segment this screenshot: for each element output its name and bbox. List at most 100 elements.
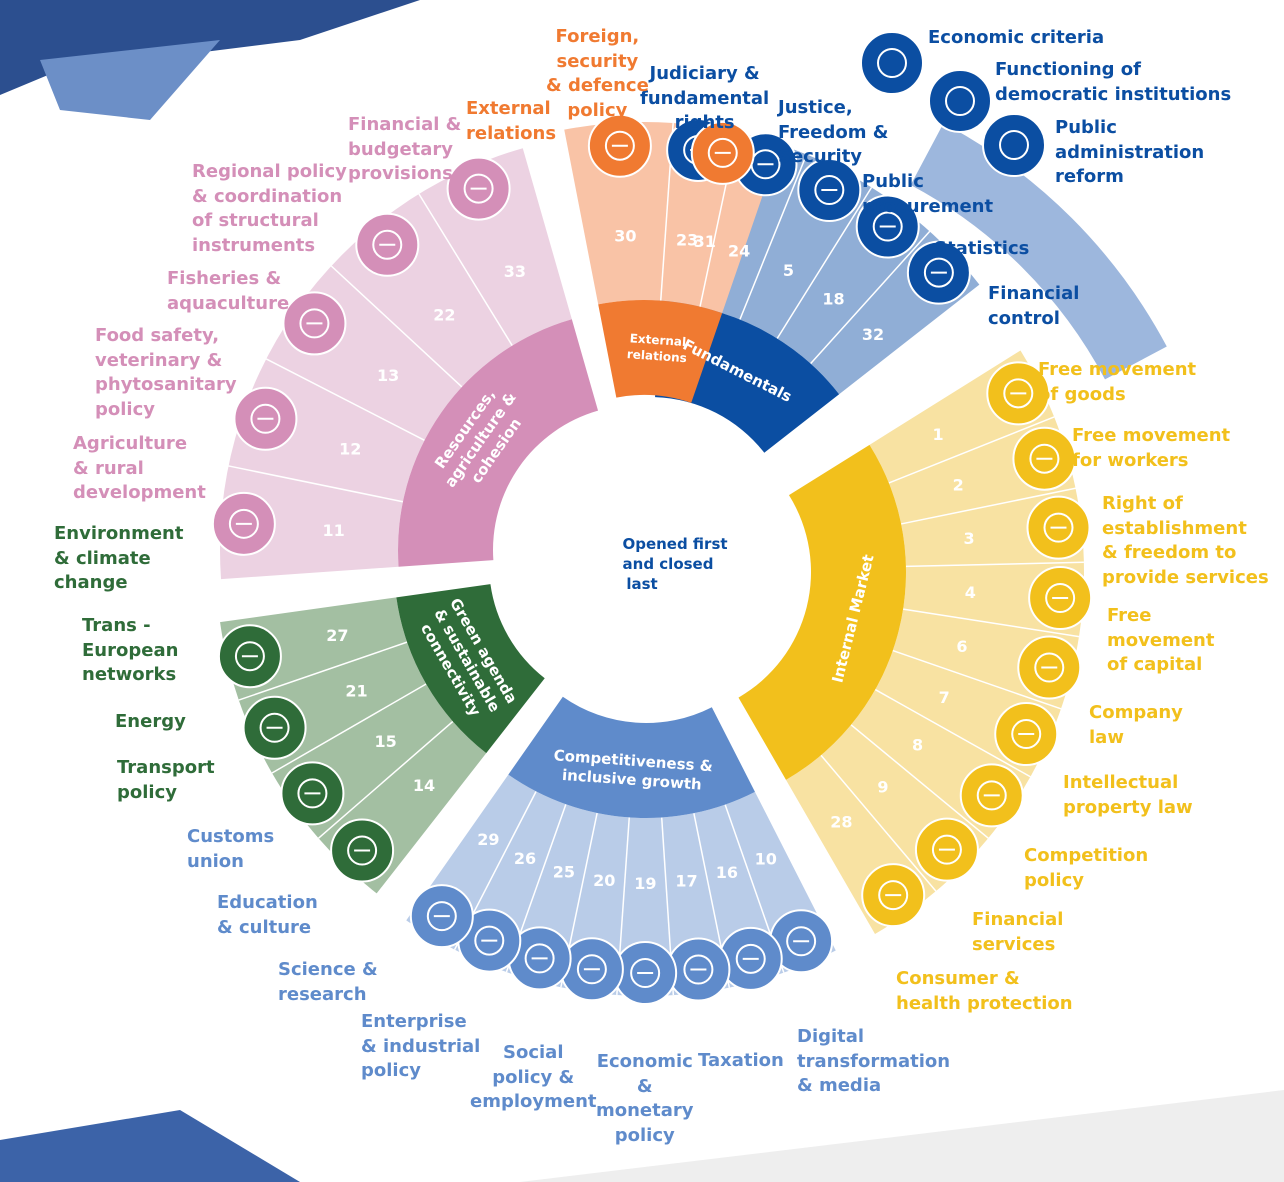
- chapter-number-24: 24: [728, 241, 750, 260]
- inner-band-internal_market[interactable]: [738, 444, 907, 780]
- chapter-number-19: 19: [634, 874, 656, 893]
- extra-icon-circle: [982, 113, 1046, 177]
- certificate-icon[interactable]: [1017, 635, 1082, 700]
- inner-band-external[interactable]: [598, 300, 723, 403]
- lightbulb-check-icon[interactable]: [994, 702, 1059, 767]
- chapter-number-15: 15: [375, 732, 397, 751]
- barrier-gate-icon[interactable]: [409, 884, 474, 949]
- label-chapter-1: Free movement of goods: [1038, 359, 1197, 405]
- public-building-icon[interactable]: [982, 113, 1046, 177]
- inner-band-resources[interactable]: [398, 319, 599, 567]
- label-chapter-26: Education & culture: [217, 892, 318, 938]
- chapter-icon-glyph: [297, 778, 328, 809]
- chapter-number-8: 8: [912, 736, 923, 755]
- chapter-divider: [739, 154, 808, 320]
- heart-hands-icon[interactable]: [861, 863, 926, 928]
- factory-icon[interactable]: [559, 937, 624, 1002]
- label-chapter-28: Consumer & health protection: [896, 968, 1073, 1014]
- inner-band-green[interactable]: [396, 584, 545, 754]
- worker-helmet-icon[interactable]: [1012, 426, 1077, 491]
- chapter-number-12: 12: [339, 440, 361, 459]
- environment-globe-icon[interactable]: [217, 624, 282, 689]
- chapter-number-1: 1: [932, 425, 943, 444]
- chapter-icon-glyph: [976, 780, 1007, 811]
- coins-stack-icon[interactable]: [860, 31, 924, 95]
- sector-green: [220, 597, 487, 894]
- fields-icon[interactable]: [211, 491, 276, 556]
- molecule-network-icon[interactable]: [507, 926, 572, 991]
- chapter-icon-glyph: [463, 173, 494, 204]
- label-chapter-29: Customs union: [187, 826, 275, 872]
- chapter-icon-glyph: [474, 925, 505, 956]
- label-chapter-18: Statistics: [934, 238, 1030, 259]
- fundamentals-extra-band: [910, 123, 1167, 380]
- label-chapter-25: Science & research: [278, 959, 378, 1005]
- chapter-icon-glyph: [250, 403, 281, 434]
- chapter-icon-glyph: [576, 954, 607, 985]
- chapter-divider: [271, 683, 427, 774]
- cluster-title-external: External: [629, 331, 686, 349]
- chapter-divider: [903, 608, 1080, 638]
- chapter-divider: [888, 416, 1055, 484]
- plug-icon[interactable]: [280, 761, 345, 826]
- chapter-icon-glyph: [1034, 652, 1065, 683]
- car-leaf-icon[interactable]: [330, 818, 395, 883]
- chapter-number-26: 26: [514, 849, 536, 868]
- chapter-icon-glyph: [1011, 719, 1042, 750]
- financial-report-icon[interactable]: [914, 817, 979, 882]
- label-chapter-8: Competition policy: [1024, 845, 1149, 891]
- center-line-2: and closed: [623, 555, 714, 573]
- chapter-divider: [900, 487, 1076, 525]
- label-chapter-22: Regional policy & coordination of struct…: [192, 161, 347, 256]
- fish-icon[interactable]: [282, 291, 347, 356]
- theatre-masks-icon[interactable]: [457, 908, 522, 973]
- center-hole: [520, 430, 780, 690]
- bottom-right-band: [520, 1090, 1284, 1182]
- chapter-icon-glyph: [1043, 512, 1074, 543]
- chapter-number-14: 14: [413, 776, 435, 795]
- vegetables-icon[interactable]: [233, 386, 298, 451]
- raised-hands-icon[interactable]: [928, 69, 992, 133]
- chapter-numbers: 2324518321234678928101617192025262914152…: [323, 227, 976, 893]
- handshake-icon[interactable]: [587, 113, 652, 178]
- boxes-icon[interactable]: [986, 361, 1051, 426]
- label-chapter-2: Free movement for workers: [1072, 425, 1231, 471]
- label-chapter-9: Financial services: [972, 909, 1064, 955]
- raised-hands-icon[interactable]: [355, 212, 420, 277]
- label-chapter-32: Financial control: [988, 283, 1080, 329]
- label-chapter-27: Environment & climate change: [54, 523, 184, 593]
- label-chapter-10: Digital transformation & media: [797, 1026, 951, 1096]
- newspaper-icon[interactable]: [769, 909, 834, 974]
- statistics-chart-icon[interactable]: [855, 194, 920, 259]
- road-icon[interactable]: [242, 695, 307, 760]
- extra-icon-circle: [928, 69, 992, 133]
- center-line-1: Opened first: [622, 535, 727, 553]
- document-pen-icon[interactable]: [797, 158, 862, 223]
- coins-stack-icon[interactable]: [906, 240, 971, 305]
- chapter-number-11: 11: [323, 521, 345, 540]
- delivery-truck-icon[interactable]: [1026, 495, 1091, 560]
- chapter-icon-glyph: [786, 926, 817, 957]
- tax-bag-icon[interactable]: [718, 926, 783, 991]
- chapter-number-10: 10: [755, 849, 777, 868]
- chapter-icon-glyph: [372, 229, 403, 260]
- label-chapter-31: Foreign, security & defence policy: [546, 26, 649, 121]
- label-chapter-15: Energy: [115, 711, 186, 732]
- chapter-number-4: 4: [965, 583, 976, 602]
- chapter-icon-glyph: [604, 130, 635, 161]
- chapter-number-13: 13: [377, 366, 399, 385]
- bottom-left-band: [0, 1110, 300, 1182]
- checklist-icon[interactable]: [446, 156, 511, 221]
- podium-icon[interactable]: [959, 763, 1024, 828]
- chapter-divider: [905, 561, 1084, 568]
- shield-check-icon[interactable]: [690, 120, 755, 185]
- chapter-number-28: 28: [830, 813, 852, 832]
- chapter-icon-glyph: [1003, 378, 1034, 409]
- chapter-divider: [228, 465, 404, 503]
- globe-network-icon[interactable]: [1028, 566, 1093, 631]
- chapter-number-21: 21: [345, 681, 367, 700]
- inner-band-competitiveness[interactable]: [508, 696, 755, 818]
- label-chapter-33: Financial & budgetary provisions: [348, 114, 462, 184]
- chapter-icon-glyph: [707, 137, 738, 168]
